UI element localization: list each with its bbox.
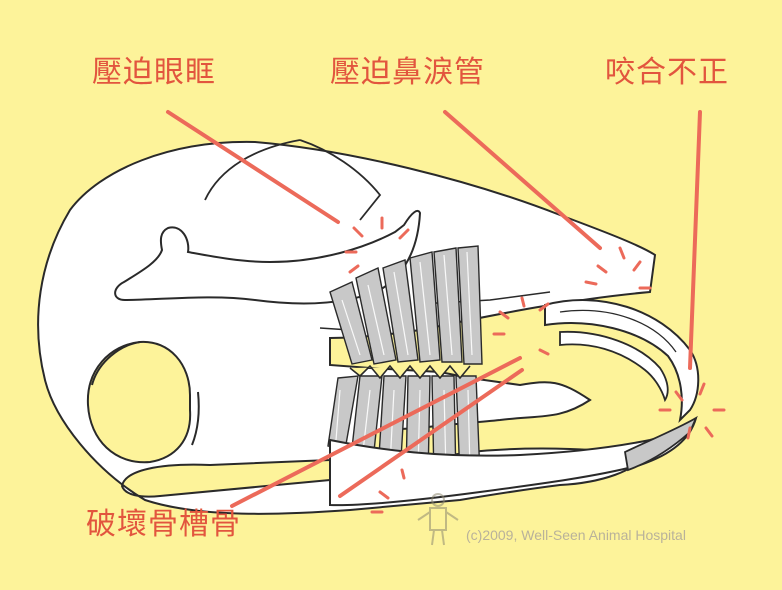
occlusal-line bbox=[349, 364, 471, 380]
label-malocclusion: 咬合不正 bbox=[605, 55, 729, 90]
label-nasolacrimal-compression: 壓迫鼻淚管 bbox=[330, 55, 485, 90]
pressure-burst-alveolar bbox=[370, 296, 550, 514]
label-alveolar-destruction: 破壞骨槽骨 bbox=[86, 507, 241, 542]
pressure-burst-duct bbox=[584, 246, 652, 290]
pressure-burst-orbit bbox=[344, 216, 410, 274]
orbit-socket bbox=[86, 340, 192, 464]
pointer-lines bbox=[166, 110, 702, 508]
hospital-logo bbox=[417, 493, 459, 546]
copyright-text: (c)2009, Well-Seen Animal Hospital bbox=[466, 527, 686, 543]
upper-incisor bbox=[544, 299, 700, 424]
pressure-burst-incisor bbox=[658, 382, 726, 440]
label-orbit-compression: 壓迫眼眶 bbox=[92, 55, 216, 90]
